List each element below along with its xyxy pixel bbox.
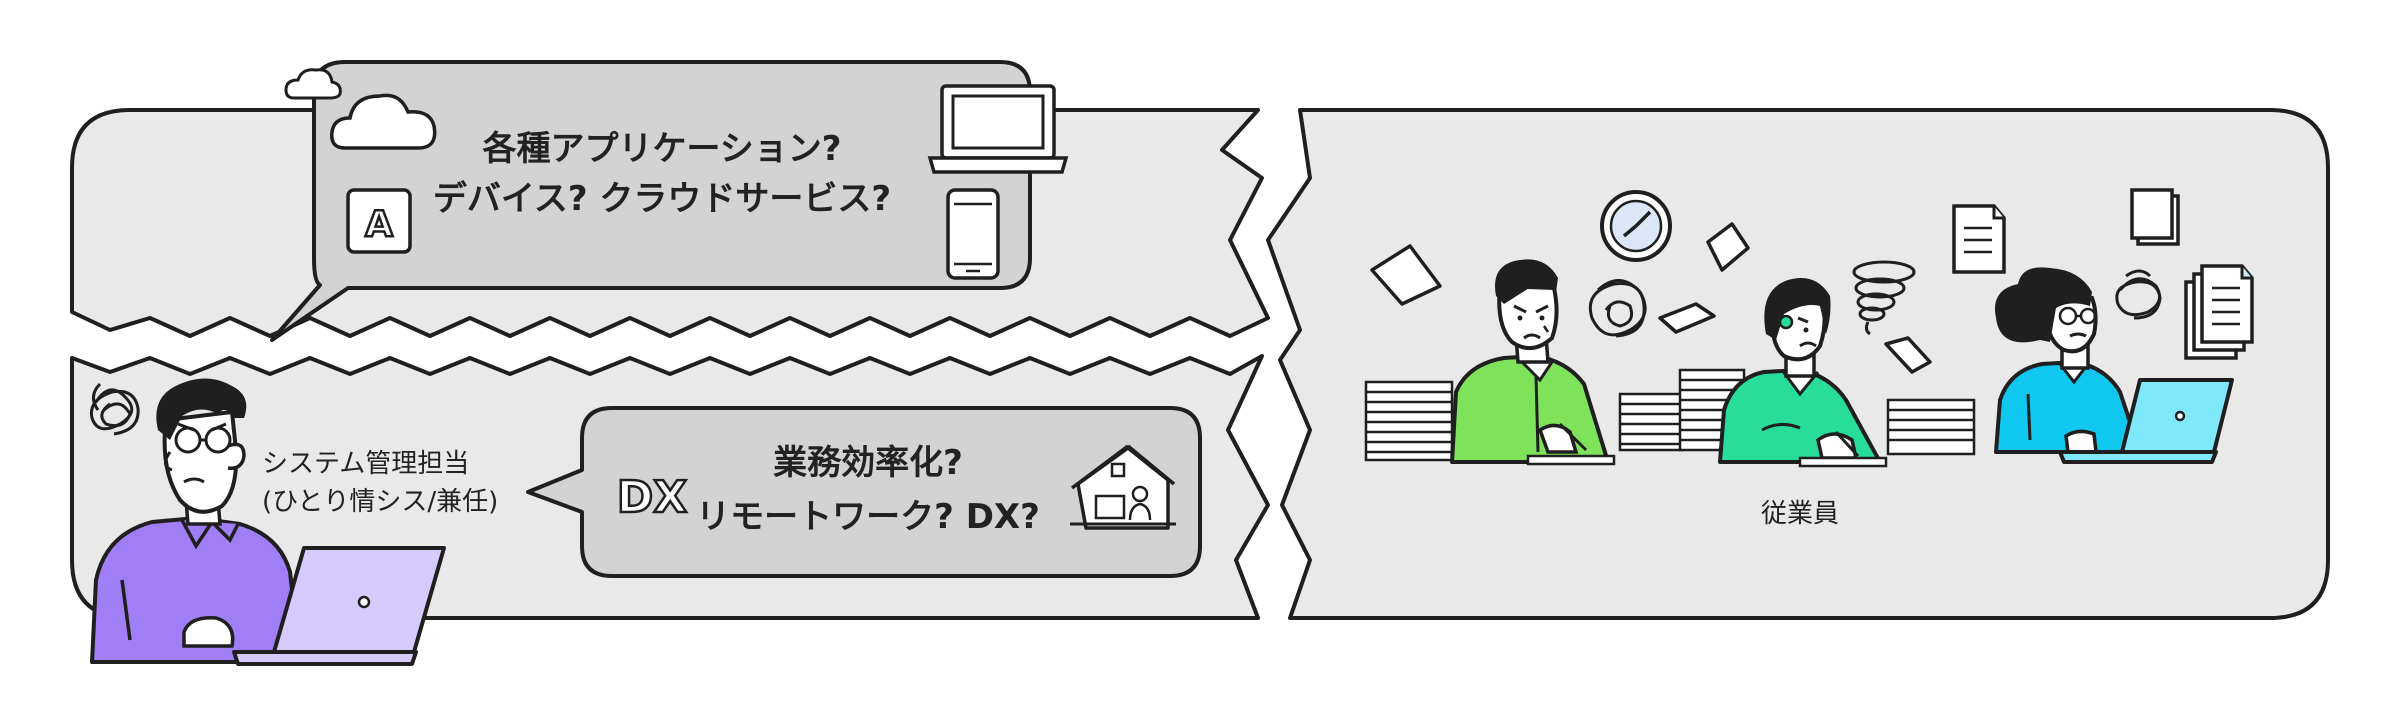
smartphone-icon [946, 188, 1000, 280]
stress-scribble-icon [2115, 269, 2162, 320]
bubble-top-line1: 各種アプリケーション? [482, 129, 841, 169]
dx-badge: DX [617, 472, 688, 523]
admin-label-line1: システム管理担当 [262, 449, 469, 479]
employee-3-laptop [2058, 378, 2234, 464]
stress-scribble-icon [89, 382, 140, 436]
whirlwind-icon [1852, 260, 1916, 336]
speech-bubble-bottom: DX 業務効率化? リモートワーク? DX? [526, 406, 1202, 578]
bubble-bottom-line2: リモートワーク? DX? [696, 497, 1040, 537]
admin-label-line2: (ひとり情シス/兼任) [262, 487, 498, 517]
admin-person [89, 378, 446, 666]
speech-bubble-top: A 各種アプリケーション? デバイス? クラウドサービス? [270, 60, 1069, 342]
cloud-icon [330, 93, 437, 150]
paper-icon [1884, 336, 1932, 374]
clock-icon [1600, 190, 1672, 262]
document-icon [2130, 188, 2180, 246]
paper-icon [1370, 244, 1442, 306]
app-icon-letter: A [365, 204, 393, 245]
bubble-top-line2: デバイス? クラウドサービス? [433, 179, 891, 219]
employee-1 [1450, 259, 1616, 466]
employee-scene [1364, 188, 2254, 468]
laptop-icon [927, 84, 1069, 174]
paper-icon [1706, 222, 1750, 272]
stress-scribble-icon [1588, 279, 1647, 338]
remote-work-house-icon [1070, 444, 1176, 530]
bubble-bottom-line1: 業務効率化? [773, 443, 963, 483]
app-icon: A [346, 188, 412, 254]
employee-label: 従業員 [1761, 499, 1839, 529]
employee-2 [1718, 278, 1888, 468]
document-icon [1952, 204, 2006, 274]
paper-stack [1886, 398, 1976, 456]
paper-icon [1658, 302, 1716, 334]
employee-3 [1994, 267, 2234, 464]
admin-hair [156, 378, 247, 440]
admin-laptop [232, 546, 446, 666]
speech-bubble-bottom-shape [526, 406, 1202, 578]
small-cloud-icon [284, 68, 342, 100]
document-stack-icon [2184, 264, 2254, 360]
paper-stack [1364, 380, 1454, 462]
